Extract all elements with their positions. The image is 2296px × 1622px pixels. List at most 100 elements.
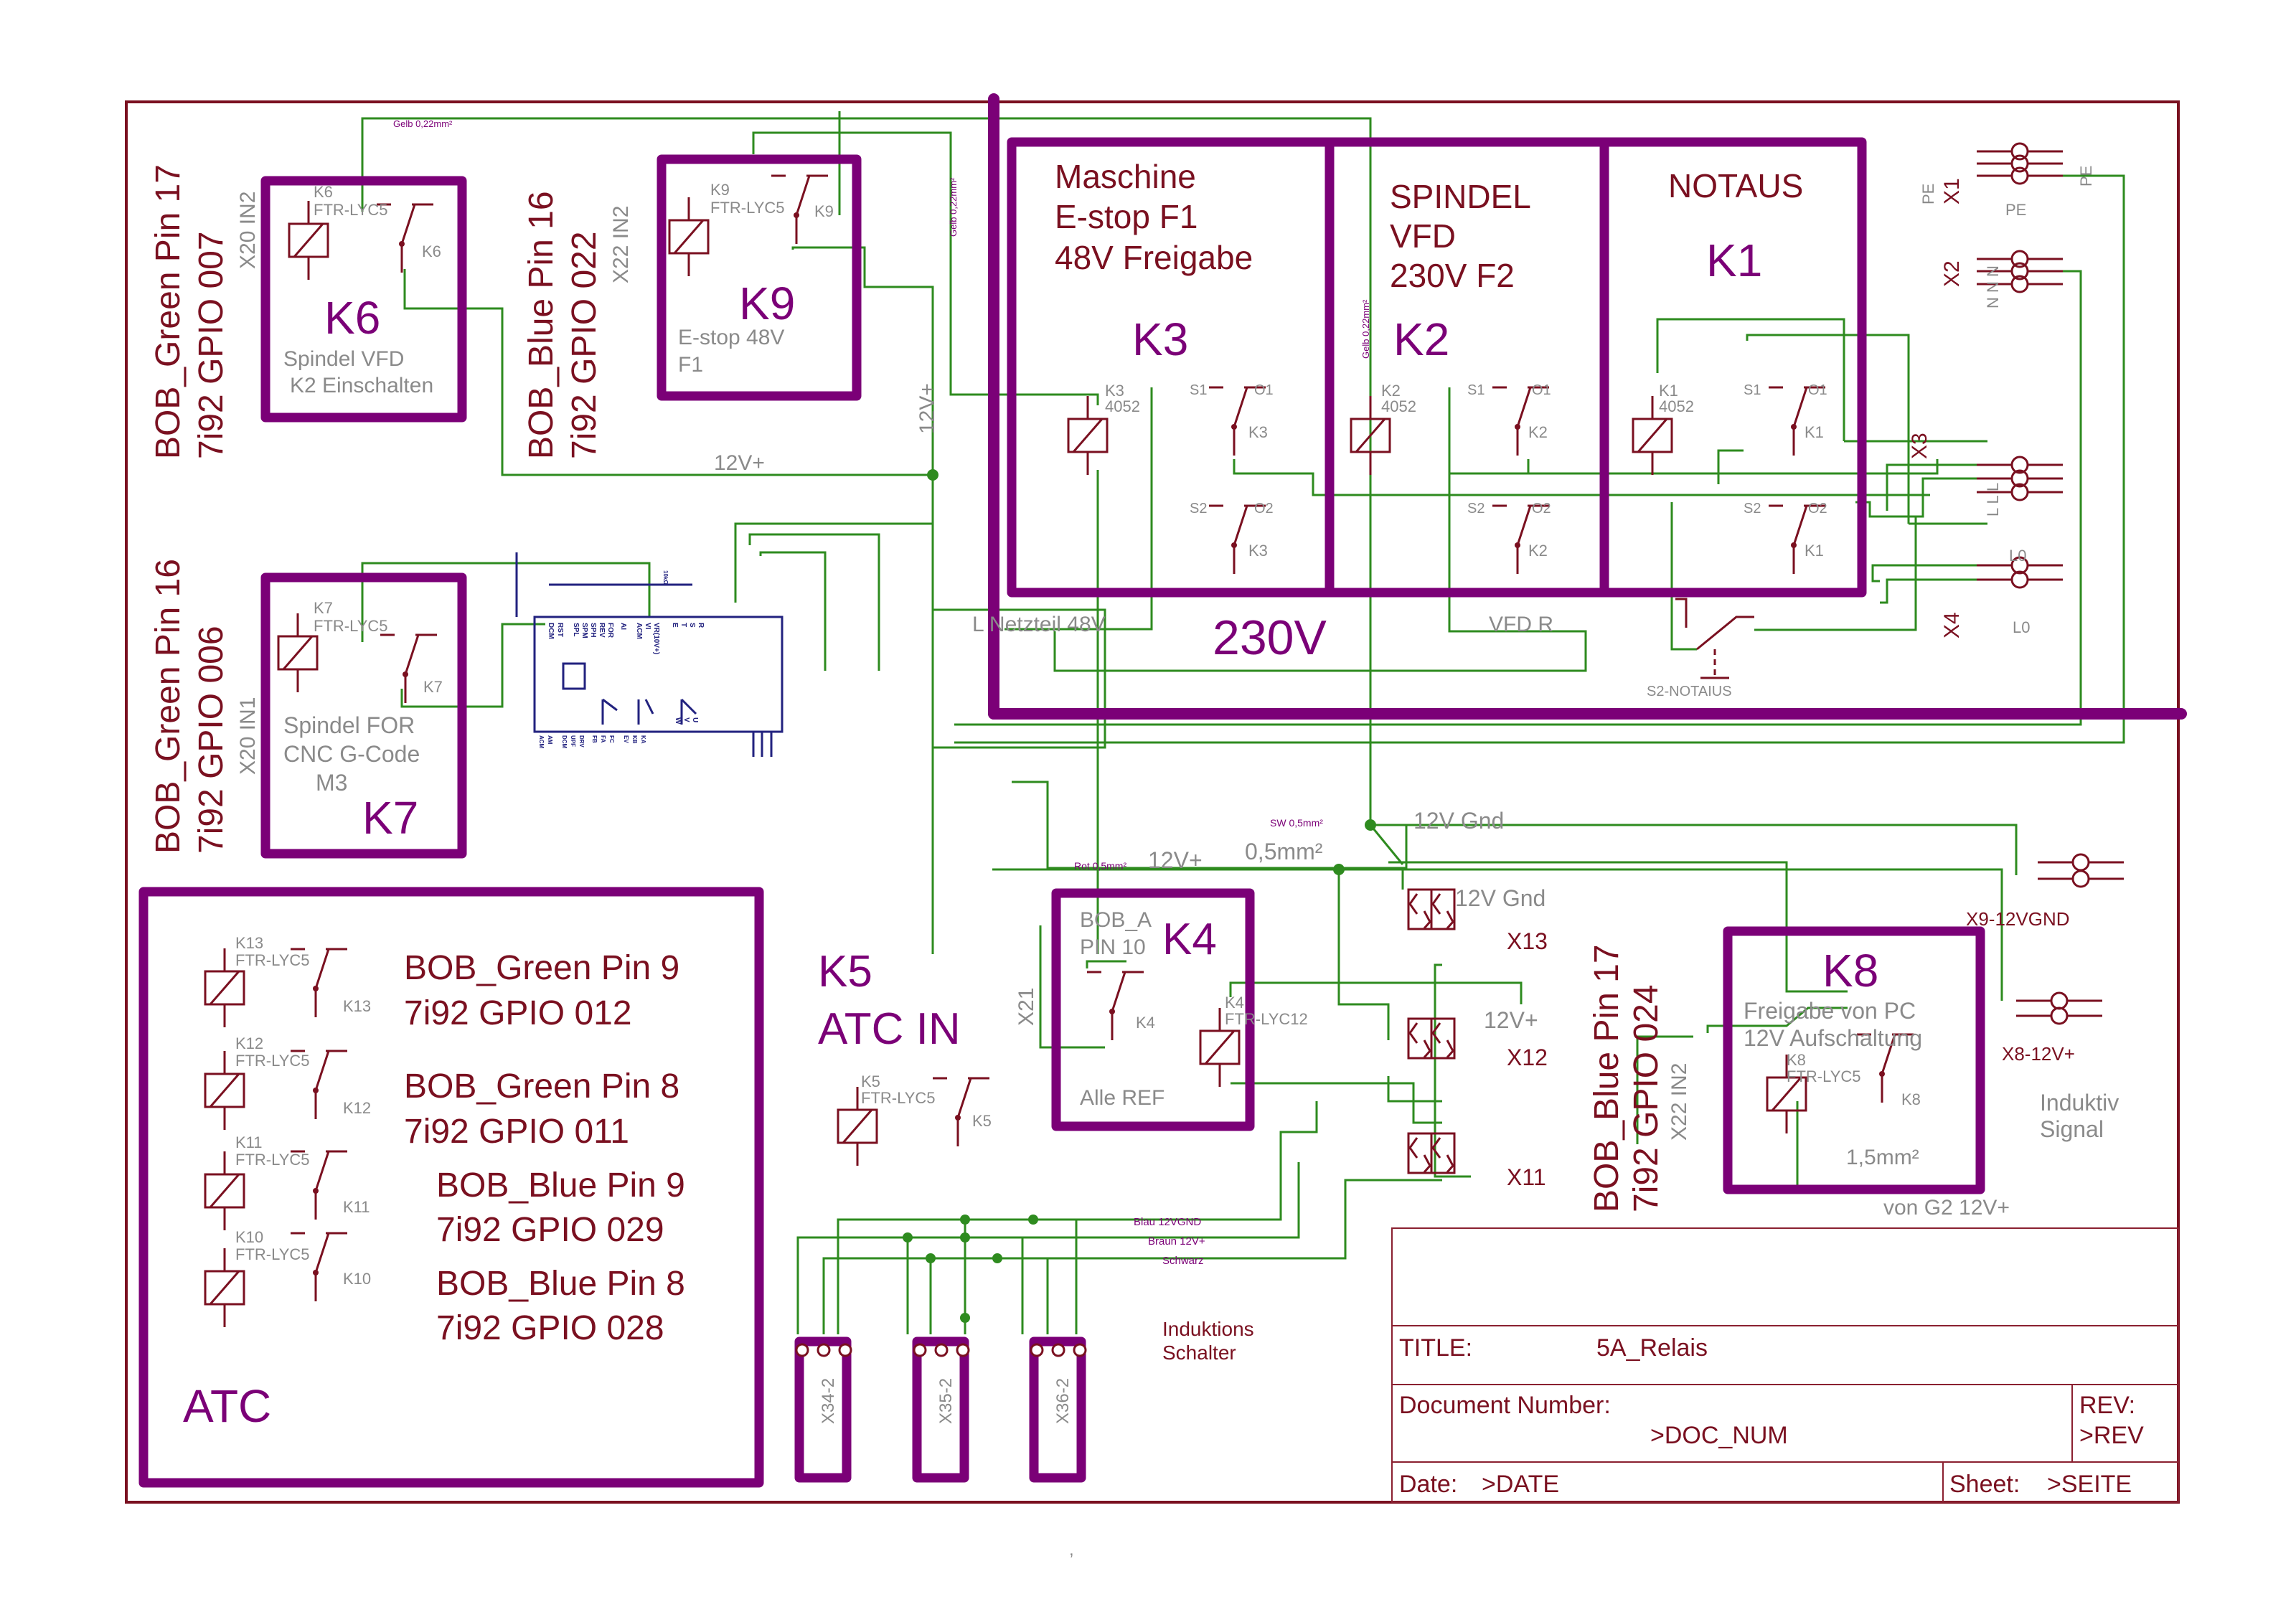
svg-text:SPH: SPH <box>589 623 597 638</box>
svg-text:V: V <box>682 717 690 722</box>
wire-x13-21 <box>1434 963 1471 1178</box>
svg-text:KA: KA <box>640 735 646 744</box>
wire-schwarz <box>822 1179 1442 1334</box>
group-k8: BOB_Blue Pin 17 7i92 GPIO 024 X22 IN2 K8… <box>1588 944 2010 1220</box>
svg-text:S1: S1 <box>1744 382 1761 398</box>
net-labels: 230V L Netzteil 48V VFD R S2-NOTAIUS 12V… <box>393 118 2119 1364</box>
wire-12v-vertical <box>791 246 934 954</box>
svg-text:FTR-LYC5: FTR-LYC5 <box>235 1245 310 1263</box>
svg-text:BOB_Green Pin 16: BOB_Green Pin 16 <box>149 559 187 854</box>
svg-text:Document Number:: Document Number: <box>1399 1392 1611 1419</box>
wire-12vp-x12 <box>1337 869 1390 1040</box>
svg-text:FA: FA <box>600 735 606 742</box>
terminals <box>795 142 2125 1357</box>
svg-text:PE: PE <box>2077 166 2095 187</box>
drawing-frame <box>125 100 2180 1504</box>
svg-text:REV: REV <box>598 623 606 638</box>
svg-text:SPL: SPL <box>572 623 580 636</box>
svg-text:Spindel FOR: Spindel FOR <box>283 712 415 738</box>
svg-text:X22 IN2: X22 IN2 <box>609 206 633 283</box>
svg-text:L0: L0 <box>2009 547 2026 565</box>
wire-k1-coil <box>1656 318 1845 441</box>
svg-text:12V+: 12V+ <box>714 451 765 475</box>
svg-text:R: R <box>697 623 705 628</box>
svg-text:O2: O2 <box>1254 501 1274 517</box>
svg-text:S1: S1 <box>1190 382 1207 398</box>
svg-text:BOB_A: BOB_A <box>1080 908 1152 932</box>
svg-text:O1: O1 <box>1532 382 1551 398</box>
svg-text:X35-2: X35-2 <box>936 1378 956 1424</box>
atc-section: K13 FTR-LYC5 K13 BOB_Green Pin 9 7i92 GP… <box>183 934 685 1432</box>
svg-text:K7: K7 <box>314 599 333 617</box>
group-k6: BOB_Green Pin 17 7i92 GPIO 007 X20 IN2 K… <box>149 164 441 459</box>
svg-text:FTR-LYC5: FTR-LYC5 <box>235 1151 310 1169</box>
svg-text:K4: K4 <box>1136 1014 1155 1032</box>
svg-text:K11: K11 <box>235 1133 263 1151</box>
svg-text:X34-2: X34-2 <box>819 1378 838 1424</box>
svg-text:K10: K10 <box>235 1228 263 1246</box>
svg-text:K9: K9 <box>814 202 834 220</box>
wire-k4-coil2 <box>1231 1082 1442 1124</box>
title-label: TITLE: <box>1399 1334 1472 1362</box>
svg-text:U: U <box>691 717 699 722</box>
group-boxes <box>138 93 2187 1488</box>
k6-title: K6 <box>324 292 380 344</box>
group-k3: Maschine E-stop F1 48V Freigabe K3 K3 40… <box>1055 158 1268 560</box>
svg-text:230V F2: 230V F2 <box>1390 257 1515 294</box>
svg-text:K11: K11 <box>343 1198 370 1216</box>
box-k3k2k1 <box>1007 137 1867 598</box>
k6-side-label-1: BOB_Green Pin 17 <box>149 164 187 459</box>
svg-text:AM: AM <box>547 735 553 745</box>
atc-title: ATC <box>183 1380 271 1432</box>
wire-blau <box>837 1101 1318 1334</box>
svg-text:X11: X11 <box>1507 1164 1546 1190</box>
wire-x3-22 <box>1855 477 1987 518</box>
svg-text:K8: K8 <box>1787 1051 1806 1069</box>
svg-text:BOB_Blue Pin 9: BOB_Blue Pin 9 <box>436 1166 685 1204</box>
svg-text:M3: M3 <box>316 770 347 796</box>
svg-text:K2: K2 <box>1381 382 1401 400</box>
wire-12vgnd <box>1374 824 2018 875</box>
svg-text:K3: K3 <box>1132 313 1188 365</box>
svg-text:L0: L0 <box>2013 618 2030 636</box>
wires <box>361 111 2125 1334</box>
wire-vfd-e <box>734 522 1106 749</box>
svg-text:48V Freigabe: 48V Freigabe <box>1055 239 1253 276</box>
wire-k7-4 <box>400 623 545 708</box>
wire-x1-pe <box>954 174 2125 744</box>
svg-text:S2: S2 <box>1744 501 1761 517</box>
svg-text:BOB_Blue Pin 16: BOB_Blue Pin 16 <box>522 191 560 459</box>
svg-text:X21: X21 <box>1015 988 1038 1026</box>
group-k1: NOTAUS K1 K1 4052 K1 K1 <box>1659 167 1824 560</box>
wire-notaus-2 <box>1754 517 1917 631</box>
svg-text:KB: KB <box>631 735 638 744</box>
svg-text:X8-12V+: X8-12V+ <box>2002 1043 2075 1065</box>
svg-text:K13: K13 <box>235 934 263 952</box>
vfd-block: DCM RST SPL SPM SPH REV FOR AI ACM VI VR… <box>515 552 784 757</box>
wire-k3-s1 <box>1004 387 1153 631</box>
wire-vfd-r <box>1053 473 1587 672</box>
svg-text:12V+: 12V+ <box>1484 1007 1538 1033</box>
wire-k4-5 <box>1086 960 1126 968</box>
svg-text:K13: K13 <box>343 997 371 1015</box>
svg-text:BOB_Blue Pin 17: BOB_Blue Pin 17 <box>1588 944 1626 1212</box>
box-x35 <box>912 1336 969 1483</box>
svg-text:von G2 12V+: von G2 12V+ <box>1883 1196 2010 1220</box>
svg-text:4052: 4052 <box>1659 397 1694 415</box>
svg-text:O1: O1 <box>1808 382 1827 398</box>
svg-text:Freigabe von PC: Freigabe von PC <box>1744 998 1916 1024</box>
svg-text:NOTAUS: NOTAUS <box>1668 167 1803 204</box>
svg-text:EV: EV <box>623 735 629 743</box>
svg-text:K1: K1 <box>1805 423 1824 441</box>
svg-text:12V Gnd: 12V Gnd <box>1413 808 1504 834</box>
wire-k8-5 <box>1706 1006 1848 1033</box>
revision: >REV <box>2079 1422 2144 1449</box>
svg-text:K3: K3 <box>1105 382 1124 400</box>
box-k6 <box>260 176 467 423</box>
svg-text:Sheet:: Sheet: <box>1949 1471 2020 1498</box>
svg-text:X13: X13 <box>1507 928 1548 954</box>
svg-text:E: E <box>671 623 679 628</box>
svg-text:S2: S2 <box>1190 501 1207 517</box>
svg-text:O2: O2 <box>1808 501 1827 517</box>
svg-text:FTR-LYC5: FTR-LYC5 <box>314 617 388 635</box>
